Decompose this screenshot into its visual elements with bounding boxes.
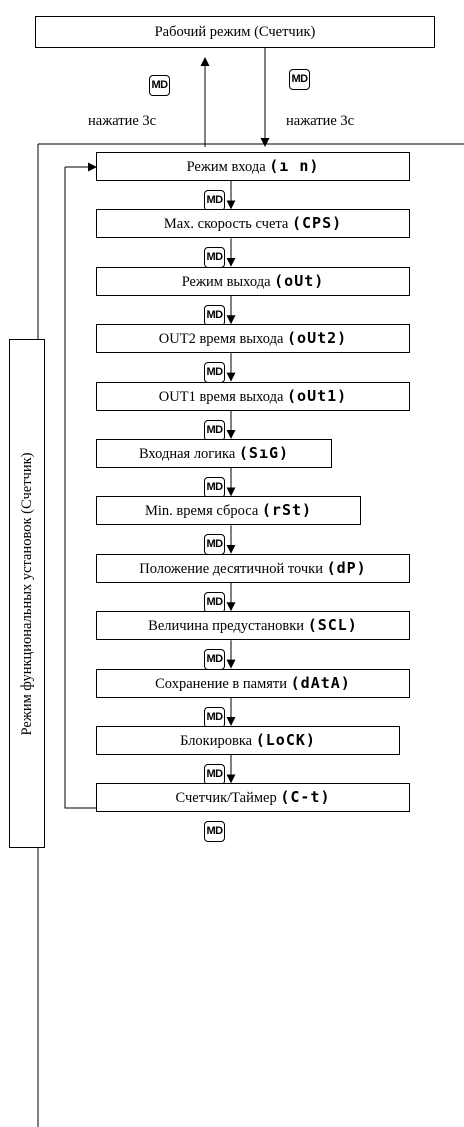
step-label: Положение десятичной точки [139,560,323,577]
step-code: (LoCK) [255,731,316,749]
md-key-label: MD [206,710,223,723]
md-key[interactable]: MD [204,534,225,556]
step-code: (CPS) [292,214,343,233]
md-key[interactable]: MD [204,477,225,498]
step-box: OUT1 время выхода (oUt1) [96,381,410,411]
press-label-left: нажатие 3с [88,113,157,129]
step-label: Min. время сброса [144,503,259,520]
step-box: OUT2 время выхода (oUt2) [96,324,410,354]
step-code: (oUt1) [287,386,348,405]
md-key-label: MD [151,79,168,91]
md-key-label: MD [206,194,223,206]
step-box: Блокировка (LoCK) [96,726,400,755]
md-key-enter[interactable]: MD [149,75,170,96]
step-box: Величина предустановки (SCL) [96,611,410,641]
md-key-label: MD [206,251,223,264]
step-code: (SCL) [307,616,358,635]
step-code: (ı n) [269,157,320,175]
top-box-working-mode: Рабочий режим (Счетчик) [35,16,435,48]
step-code: (oUt2) [287,329,348,348]
step-label: Входная логика [138,446,236,462]
step-label: Величина предустановки [148,618,305,635]
step-label: Блокировка [180,733,253,749]
step-box: Режим входа (ı n) [96,152,410,181]
md-key-label: MD [206,595,223,608]
side-box-label: Режим функциональных установок (Счетчик) [19,452,35,735]
step-box: Входная логика (SıG) [96,439,332,468]
step-box: Положение десятичной точки (dP) [96,553,410,583]
md-key[interactable]: MD [204,419,225,441]
md-key-label: MD [206,308,223,321]
md-key[interactable]: MD [204,190,225,211]
md-key-label: MD [206,366,223,379]
press-label-right: нажатие 3с [286,113,355,129]
step-label: Max. скорость счета [163,216,289,233]
step-code: (C-t) [280,788,331,807]
md-key[interactable]: MD [204,649,225,671]
step-label: OUT1 время выхода [158,388,284,405]
step-label: Сохранение в памяти [155,675,288,692]
md-key-label: MD [206,538,223,551]
md-key[interactable]: MD [204,362,225,384]
step-box: Режим выхода (oUt) [96,266,410,296]
md-key[interactable]: MD [204,706,225,728]
md-key-label: MD [206,825,223,838]
step-label: Счетчик/Таймер [175,790,277,807]
md-key[interactable]: MD [204,247,225,269]
md-key[interactable]: MD [204,591,225,613]
md-key-label: MD [206,481,223,493]
step-code: (SıG) [238,444,290,462]
step-label: Режим выхода [181,273,271,290]
step-box: Сохранение в памяти (dAtA) [96,668,410,698]
step-code: (dP) [326,558,367,577]
step-code: (dAtA) [290,673,351,692]
step-label: Режим входа [186,159,266,175]
step-code: (oUt) [274,271,325,290]
step-code: (rSt) [261,501,313,520]
loop-back-line [64,167,105,809]
md-key-label: MD [206,423,223,436]
step-box: Max. скорость счета (CPS) [96,209,410,239]
md-key-label: MD [206,768,223,780]
side-box-function-mode: Режим функциональных установок (Счетчик) [9,339,45,848]
md-key-label: MD [206,653,223,666]
md-key-return[interactable]: MD [289,69,310,90]
step-box: Счетчик/Таймер (C-t) [96,783,410,813]
step-label: OUT2 время выхода [158,331,284,348]
md-key-label: MD [291,73,308,85]
md-key[interactable]: MD [204,304,225,326]
md-key[interactable]: MD [204,821,225,843]
top-box-label: Рабочий режим (Счетчик) [154,24,316,40]
step-box: Min. время сброса (rSt) [96,496,361,526]
md-key[interactable]: MD [204,764,225,785]
